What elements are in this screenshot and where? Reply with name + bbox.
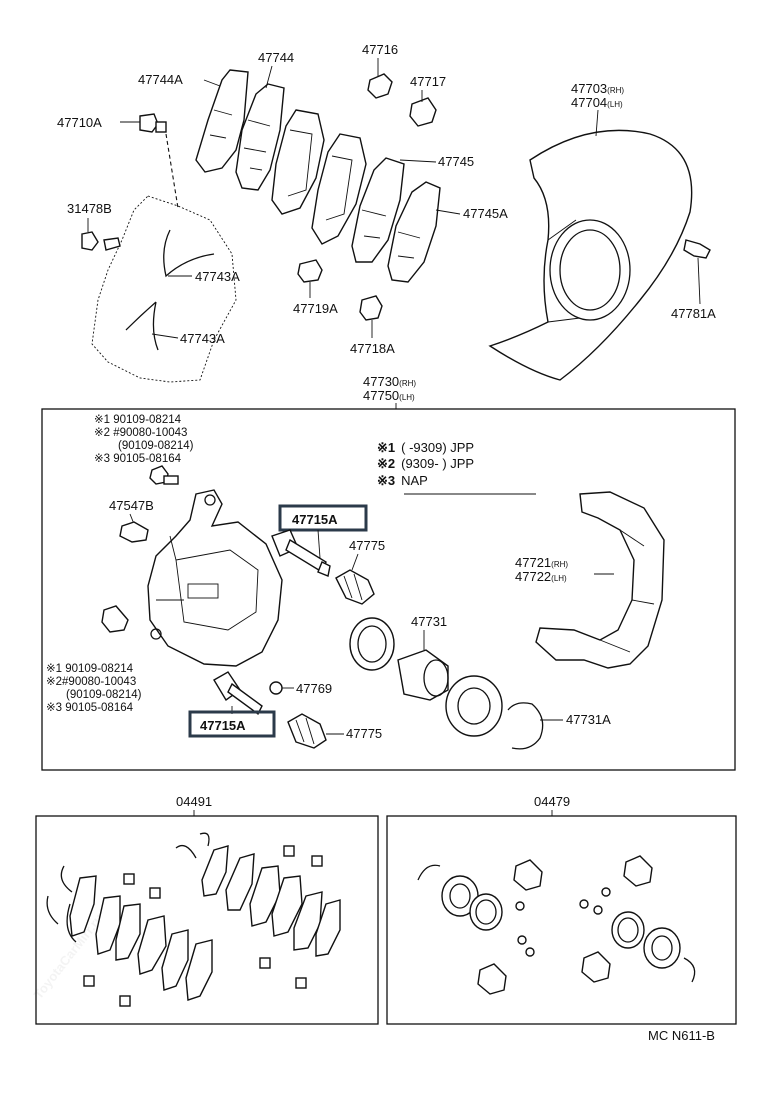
legend-row-2: ※2(9309- ) JPP: [377, 456, 474, 471]
note-top-1: ※1 90109-08214: [94, 414, 182, 426]
leader-47715A-top: [317, 529, 321, 559]
mounting-bracket-47721[interactable]: [535, 491, 665, 669]
label-47744A: 47744A: [138, 72, 183, 87]
pad-47745[interactable]: [351, 157, 405, 263]
note-top-2: ※2 #90080-10043: [94, 427, 187, 439]
pad-47745A[interactable]: [387, 181, 441, 283]
label-47704: 47704(LH): [571, 95, 623, 110]
label-47743A-upper: 47743A: [195, 269, 240, 284]
clip-47719A[interactable]: [297, 259, 323, 283]
spring-47743A-lower: [125, 301, 159, 351]
piston-47731[interactable]: [397, 649, 449, 701]
label-47781A: 47781A: [671, 306, 716, 321]
leader-dashed-bleeder: [165, 133, 179, 209]
clip-47718A[interactable]: [359, 295, 383, 321]
label-47769: 47769: [296, 681, 332, 696]
caliper-body[interactable]: [147, 489, 283, 667]
slide-pin-47715A-top[interactable]: [271, 529, 331, 577]
label-47547B: 47547B: [109, 498, 154, 513]
figure-code: MC N611-B: [648, 1028, 715, 1043]
leader-47743A-lower: [151, 333, 179, 339]
leader-47781A: [697, 257, 701, 305]
piston-seal: [349, 617, 395, 671]
slide-pin-47715A-bottom[interactable]: [213, 671, 263, 716]
highlight-47715A-bottom: [188, 710, 276, 738]
notes-top: ※1 90109-08214 ※2 #90080-10043 (90109-08…: [94, 414, 194, 465]
clip-47716[interactable]: [367, 73, 393, 99]
leader-47703: [595, 109, 599, 137]
label-47731A: 47731A: [566, 712, 611, 727]
clip-47717[interactable]: [409, 97, 437, 127]
note-bottom-1: ※1 90109-08214: [46, 663, 134, 675]
kit-04479-contents: [417, 855, 696, 995]
piston-boot: [445, 675, 503, 737]
label-47718A: 47718A: [350, 341, 395, 356]
watermark-text: ToyotaCarMirr.ru: [31, 911, 107, 1002]
note-bottom-3: (90109-08214): [66, 689, 142, 701]
dust-shield-47703[interactable]: [488, 129, 693, 381]
label-47710A: 47710A: [57, 115, 102, 130]
leader-47745A: [435, 209, 461, 215]
pad-47744[interactable]: [235, 83, 285, 191]
note-top-4: ※3 90105-08164: [94, 453, 182, 465]
label-47721: 47721(RH): [515, 555, 568, 570]
caliper-outline-ghost: [91, 195, 237, 383]
label-47715A-top: 47715A: [292, 512, 338, 527]
bolt-bottom-90109[interactable]: [101, 605, 129, 633]
label-47745A: 47745A: [463, 206, 508, 221]
bolt-31478B[interactable]: [81, 231, 121, 251]
kit-04479-box[interactable]: [386, 815, 737, 1025]
label-47703: 47703(RH): [571, 81, 624, 96]
kit-04491-box[interactable]: [35, 815, 379, 1025]
label-04479: 04479: [534, 794, 570, 809]
label-47719A: 47719A: [293, 301, 338, 316]
bleeder-47547B[interactable]: [119, 521, 149, 543]
label-47775-top: 47775: [349, 538, 385, 553]
label-47744: 47744: [258, 50, 294, 65]
pad-inner-2: [311, 133, 367, 245]
spring-47743A-upper: [163, 229, 215, 278]
leader-47775-top: [351, 553, 359, 571]
label-47722: 47722(LH): [515, 569, 567, 584]
label-47750: 47750(LH): [363, 388, 415, 403]
bolt-top-90109[interactable]: [149, 465, 179, 485]
label-47775-bottom: 47775: [346, 726, 382, 741]
highlight-47715A-top: [278, 504, 368, 532]
bolt-47781A[interactable]: [683, 239, 711, 259]
label-47731: 47731: [411, 614, 447, 629]
label-31478B: 31478B: [67, 201, 112, 216]
boot-47775-bottom[interactable]: [287, 713, 327, 749]
leader-47744: [265, 65, 273, 89]
leader-47745: [399, 159, 437, 163]
label-47715A-bottom: 47715A: [200, 718, 246, 733]
caliper-assembly-box: [41, 408, 736, 771]
pad-inner-1: [271, 109, 325, 215]
legend-row-1: ※1( -9309) JPP: [377, 440, 474, 455]
note-bottom-4: ※3 90105-08164: [46, 702, 134, 714]
label-04491: 04491: [176, 794, 212, 809]
label-47730: 47730(RH): [363, 374, 416, 389]
label-47743A-lower: 47743A: [180, 331, 225, 346]
leader-47744A: [203, 79, 221, 87]
note-top-3: (90109-08214): [118, 440, 194, 452]
bleeder-47710A[interactable]: [139, 113, 167, 133]
label-47717: 47717: [410, 74, 446, 89]
notes-bottom: ※1 90109-08214 ※2#90080-10043 (90109-082…: [46, 663, 142, 714]
cap-47769[interactable]: [269, 681, 283, 695]
boot-47775-top[interactable]: [335, 569, 375, 605]
pad-47744A[interactable]: [195, 69, 249, 173]
label-47716: 47716: [362, 42, 398, 57]
note-bottom-2: ※2#90080-10043: [46, 676, 136, 688]
ring-47731A[interactable]: [507, 702, 544, 750]
kit-04491-contents: [46, 832, 341, 1007]
label-47745: 47745: [438, 154, 474, 169]
